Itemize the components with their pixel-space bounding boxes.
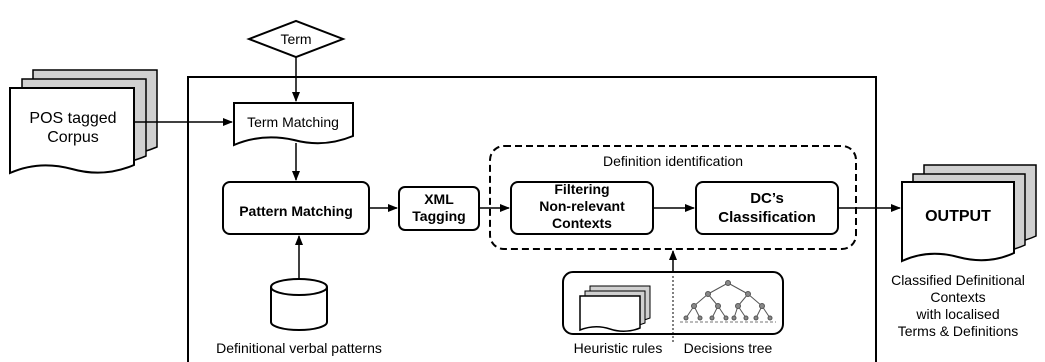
output-document: OUTPUT <box>901 164 1037 263</box>
pattern-matching-box: Pattern Matching <box>222 181 370 235</box>
definition-identification-group <box>489 145 857 250</box>
term-matching-label: Term Matching <box>247 114 339 130</box>
corpus-input: POS tagged Corpus <box>9 69 158 175</box>
filtering-label-line-2: Non-relevant <box>539 198 625 214</box>
dc-classification-label-line-1: DC’s <box>750 190 784 207</box>
xml-tagging-label-line-2: Tagging <box>412 208 465 224</box>
verbal-patterns-database <box>270 278 328 331</box>
term-input: Term <box>246 19 346 59</box>
decisions-tree-icon <box>680 280 776 323</box>
output-caption-line-1: Classified Definitional <box>891 272 1025 288</box>
xml-tagging-label-line-1: XML <box>424 191 454 207</box>
verbal-patterns-label: Definitional verbal patterns <box>216 340 382 356</box>
output-caption-line-3: with localised <box>915 306 999 322</box>
resources-box <box>562 271 784 344</box>
dc-classification-label-line-2: Classification <box>718 209 816 226</box>
heuristic-rules-icon <box>579 285 651 332</box>
heuristic-rules-label: Heuristic rules <box>574 340 663 356</box>
output-caption-line-4: Terms & Definitions <box>898 323 1019 339</box>
filtering-label-line-1: Filtering <box>554 181 609 197</box>
system-boundary <box>187 76 877 362</box>
term-matching-box: Term Matching <box>233 102 354 147</box>
pattern-matching-label: Pattern Matching <box>239 203 353 219</box>
term-label: Term <box>280 31 311 47</box>
filtering-box: Filtering Non-relevant Contexts <box>510 181 654 235</box>
output-label: OUTPUT <box>925 208 991 225</box>
output-caption-line-2: Contexts <box>930 289 985 305</box>
filtering-label-line-3: Contexts <box>552 215 612 231</box>
xml-tagging-box: XML Tagging <box>398 186 480 231</box>
corpus-label-line-1: POS tagged <box>29 110 116 127</box>
dc-classification-box: DC’s Classification <box>695 181 839 235</box>
definition-identification-label: Definition identification <box>603 153 743 169</box>
corpus-label-line-2: Corpus <box>47 129 99 146</box>
decisions-tree-label: Decisions tree <box>684 340 773 356</box>
